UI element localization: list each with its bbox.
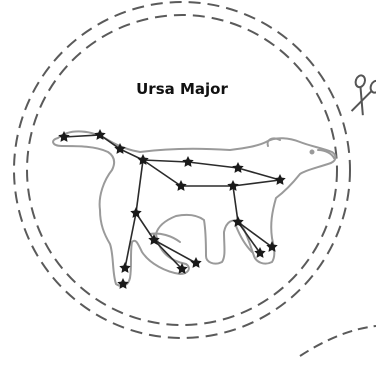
star-icon	[266, 241, 277, 252]
inner-cut-circle	[27, 15, 337, 325]
neighbor-cut-arc	[300, 326, 376, 356]
star-icon	[232, 162, 243, 173]
constellation-lines	[64, 135, 280, 269]
scissors-icon	[345, 74, 376, 117]
star-icon	[274, 174, 285, 185]
outer-cut-circle	[14, 2, 350, 338]
star-icon	[175, 180, 186, 191]
constellation-stars	[58, 129, 285, 289]
star-icon	[117, 278, 128, 289]
star-icon	[119, 262, 130, 273]
star-icon	[182, 156, 193, 167]
constellation-title: Ursa Major	[136, 80, 228, 98]
star-icon	[190, 257, 201, 268]
